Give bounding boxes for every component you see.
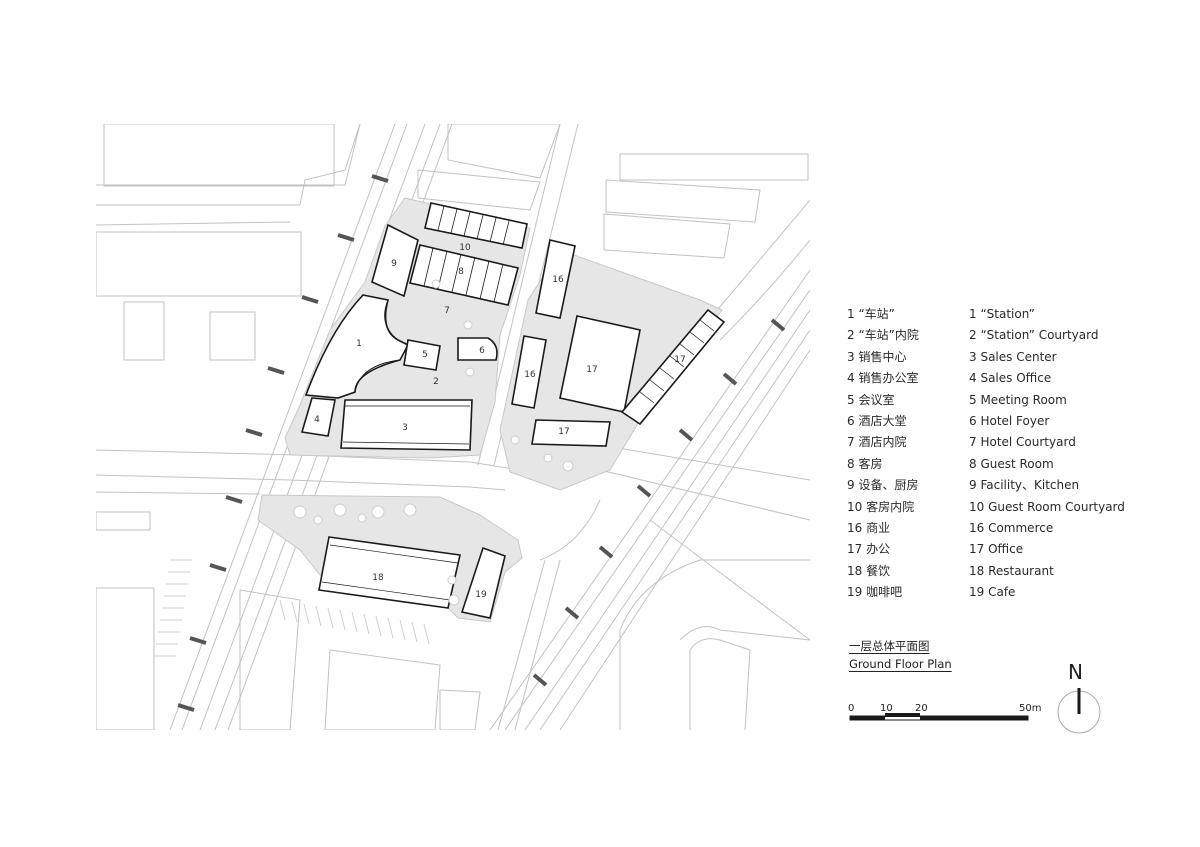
legend-en-item: 18 Restaurant xyxy=(969,563,1054,578)
legend-cn-item: 7 酒店内院 xyxy=(847,435,907,450)
legend-english: 1 “Station” 2 “Station” Courtyard 3 Sale… xyxy=(969,304,1125,604)
plan-label-1: 1 xyxy=(356,339,362,349)
trees xyxy=(293,279,574,606)
plan-label-17a: 17 xyxy=(586,365,597,375)
legend-cn-item: 6 酒店大堂 xyxy=(847,414,907,429)
scale-label-0: 0 xyxy=(848,703,855,714)
plan-label-6: 6 xyxy=(479,346,485,356)
legend-en-item: 3 Sales Center xyxy=(969,349,1057,364)
plan-label-16a: 16 xyxy=(552,275,564,285)
legend-cn-item: 5 会议室 xyxy=(847,392,895,407)
plan-label-18: 18 xyxy=(372,573,384,583)
plan-label-9: 9 xyxy=(391,259,397,269)
legend-cn-item: 2 “车站”内院 xyxy=(847,328,919,343)
rail-ties xyxy=(177,174,786,712)
legend-cn-item: 10 客房内院 xyxy=(847,499,915,514)
plan-label-17c: 17 xyxy=(558,427,569,437)
plan-label-8: 8 xyxy=(458,267,464,277)
plan-label-7: 7 xyxy=(444,306,450,316)
plan-label-3: 3 xyxy=(402,423,408,433)
plan-label-5: 5 xyxy=(422,350,428,360)
legend-cn-item: 17 办公 xyxy=(847,542,891,557)
legend-en-item: 16 Commerce xyxy=(969,521,1054,536)
legend-cn-item: 4 销售办公室 xyxy=(847,371,919,386)
legend-en-item: 19 Cafe xyxy=(969,585,1016,600)
legend-en-item: 5 Meeting Room xyxy=(969,392,1067,407)
legend-cn-item: 9 设备、厨房 xyxy=(847,478,919,493)
legend-cn-item: 3 销售中心 xyxy=(847,349,907,364)
plan-label-17b: 17 xyxy=(674,355,685,365)
legend-cn-item: 1 “车站” xyxy=(847,307,895,321)
plan-title-english: Ground Floor Plan xyxy=(849,657,952,671)
legend-cn-item: 16 商业 xyxy=(847,521,891,536)
plan-label-10: 10 xyxy=(459,243,471,253)
plan-labels: 1 2 3 4 5 6 7 8 9 10 16 16 17 17 17 18 1… xyxy=(314,243,686,600)
legend-cn-item: 18 餐饮 xyxy=(847,563,891,578)
scale-label-20: 20 xyxy=(915,703,928,714)
legend-en-item: 6 Hotel Foyer xyxy=(969,414,1050,429)
courtyard-edges xyxy=(354,299,401,393)
legend-en-item: 4 Sales Office xyxy=(969,371,1052,386)
legend-en-item: 2 “Station” Courtyard xyxy=(969,328,1099,343)
scale-bar xyxy=(849,713,1029,721)
legend-en-item: 8 Guest Room xyxy=(969,456,1054,471)
plan-title-chinese: 一层总体平面图 xyxy=(849,639,930,653)
legend-chinese: 1 “车站” 2 “车站”内院 3 销售中心 4 销售办公室 5 会议室 6 酒… xyxy=(847,304,919,604)
plan-label-16b: 16 xyxy=(524,370,536,380)
plan-label-2: 2 xyxy=(433,377,439,387)
plan-label-4: 4 xyxy=(314,415,320,425)
plan-label-19: 19 xyxy=(475,590,487,600)
legend-cn-item: 19 咖啡吧 xyxy=(847,585,903,600)
scale-label-10: 10 xyxy=(880,703,893,714)
north-label: N xyxy=(1068,660,1083,684)
legend-en-item: 10 Guest Room Courtyard xyxy=(969,499,1125,514)
north-arrow-icon xyxy=(1057,688,1101,734)
context-blocks xyxy=(96,124,809,730)
legend-en-item: 9 Facility、Kitchen xyxy=(969,478,1080,493)
legend-en-item: 17 Office xyxy=(969,542,1024,557)
buildings xyxy=(300,202,726,619)
legend-cn-item: 8 客房 xyxy=(847,456,883,471)
scale-label-50m: 50m xyxy=(1019,703,1042,714)
legend-en-item: 1 “Station” xyxy=(969,307,1035,321)
legend-en-item: 7 Hotel Courtyard xyxy=(969,435,1076,450)
